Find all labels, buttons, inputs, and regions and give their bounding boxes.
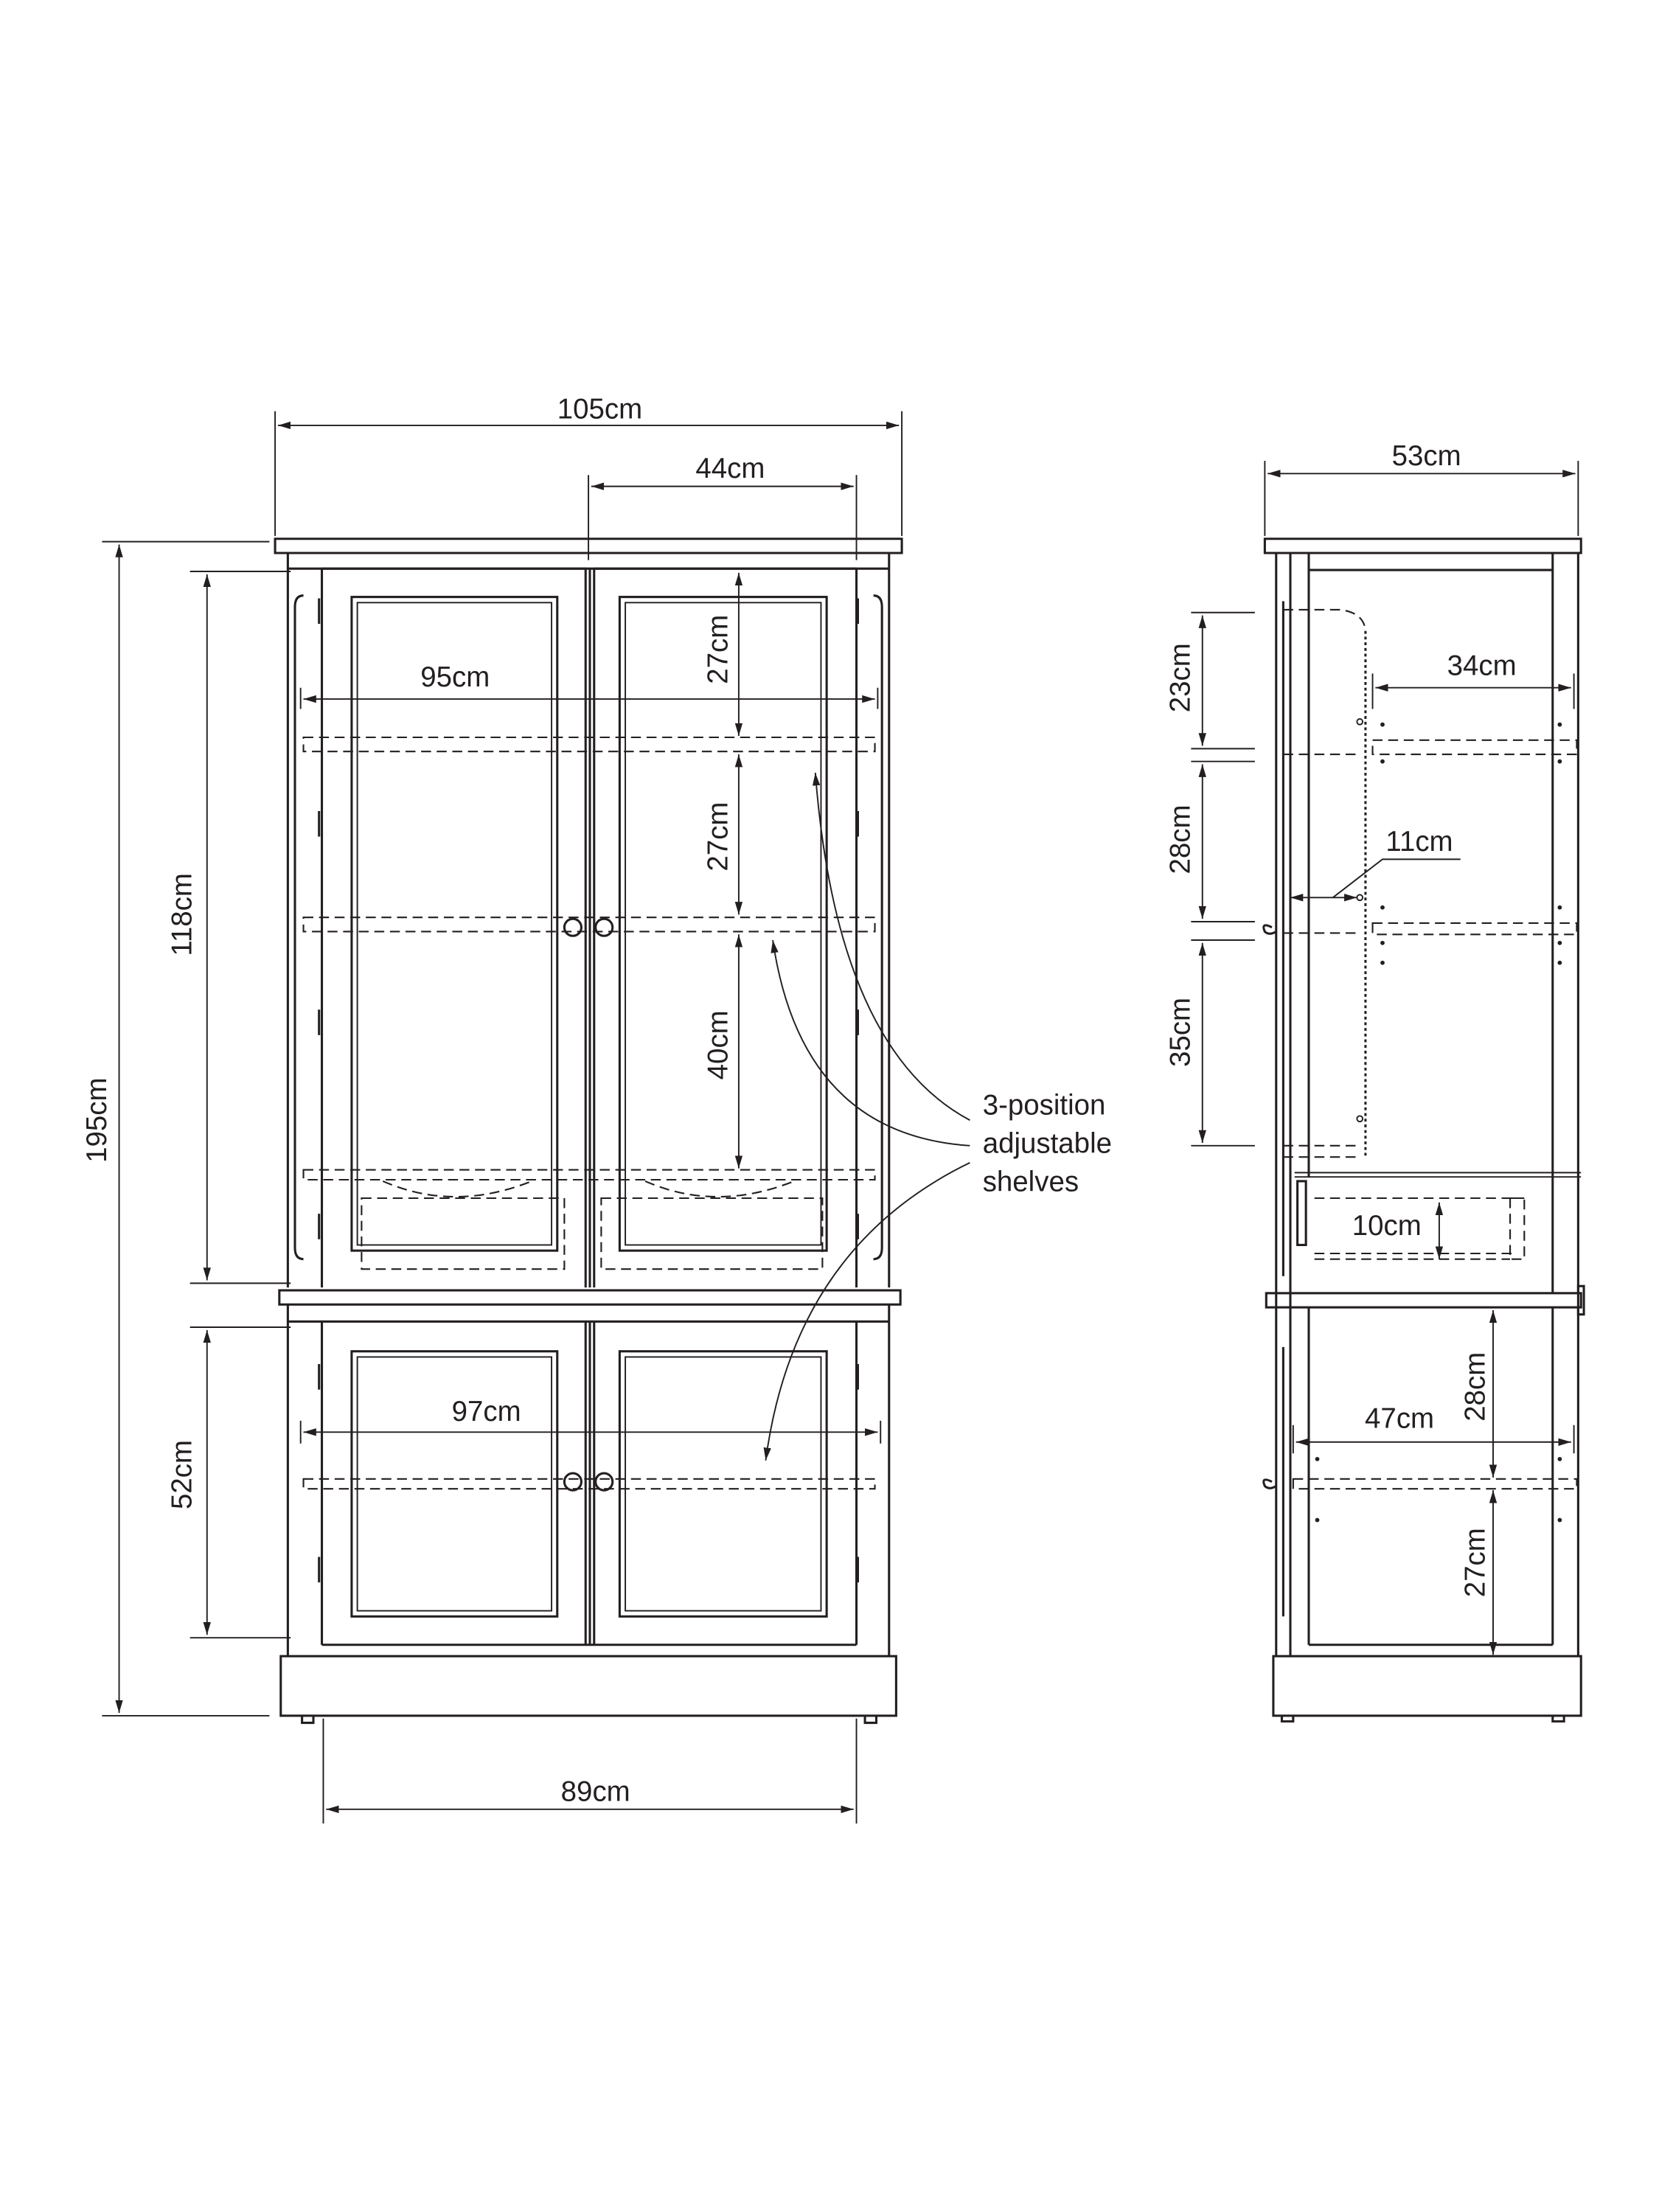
shelf-pin-holes xyxy=(1315,718,1562,1523)
hinges xyxy=(318,598,859,1583)
callout-line-1: 3-position xyxy=(983,1090,1106,1121)
callout-line-2: adjustable xyxy=(983,1127,1112,1159)
shelves-dashed xyxy=(302,736,876,1490)
top-section-height-label: 118cm xyxy=(167,873,198,956)
overall-width-label: 105cm xyxy=(557,393,642,425)
plinth-width-label: 89cm xyxy=(561,1775,630,1807)
side-view: 53cm 34cm 11cm 10cm 23cm 28cm 35cm 47cm … xyxy=(1164,440,1585,1723)
side-gap-3-label: 35cm xyxy=(1164,998,1196,1067)
callout-line-3: shelves xyxy=(983,1166,1079,1197)
side-lower-gap-1-label: 28cm xyxy=(1459,1352,1491,1422)
shelf-gap-2-label: 27cm xyxy=(703,802,734,872)
door-width-label: 44cm xyxy=(695,453,765,484)
shelf-gap-3-label: 40cm xyxy=(703,1010,734,1079)
inner-width-bottom-label: 97cm xyxy=(452,1396,521,1427)
overall-height-label: 195cm xyxy=(81,1078,113,1163)
front-view: 105cm 44cm 195cm 118cm 52cm 89cm 95cm 97… xyxy=(81,393,903,1824)
side-setback-label: 11cm xyxy=(1385,826,1453,858)
side-gap-2-label: 28cm xyxy=(1164,804,1196,874)
door-knobs xyxy=(563,917,614,1492)
inner-width-top-label: 95cm xyxy=(420,661,490,693)
side-depth-label: 53cm xyxy=(1392,440,1461,472)
shelves-callout: 3-position adjustable shelves xyxy=(763,773,1112,1461)
side-lower-depth-label: 47cm xyxy=(1365,1403,1434,1435)
side-gap-1-label: 23cm xyxy=(1164,643,1196,712)
shelf-gap-1-label: 27cm xyxy=(703,615,734,684)
side-shelf-depth-label: 34cm xyxy=(1447,650,1517,681)
bottom-section-height-label: 52cm xyxy=(167,1440,198,1509)
side-drawer-height-label: 10cm xyxy=(1352,1210,1422,1242)
side-lower-gap-2-label: 27cm xyxy=(1459,1528,1491,1597)
